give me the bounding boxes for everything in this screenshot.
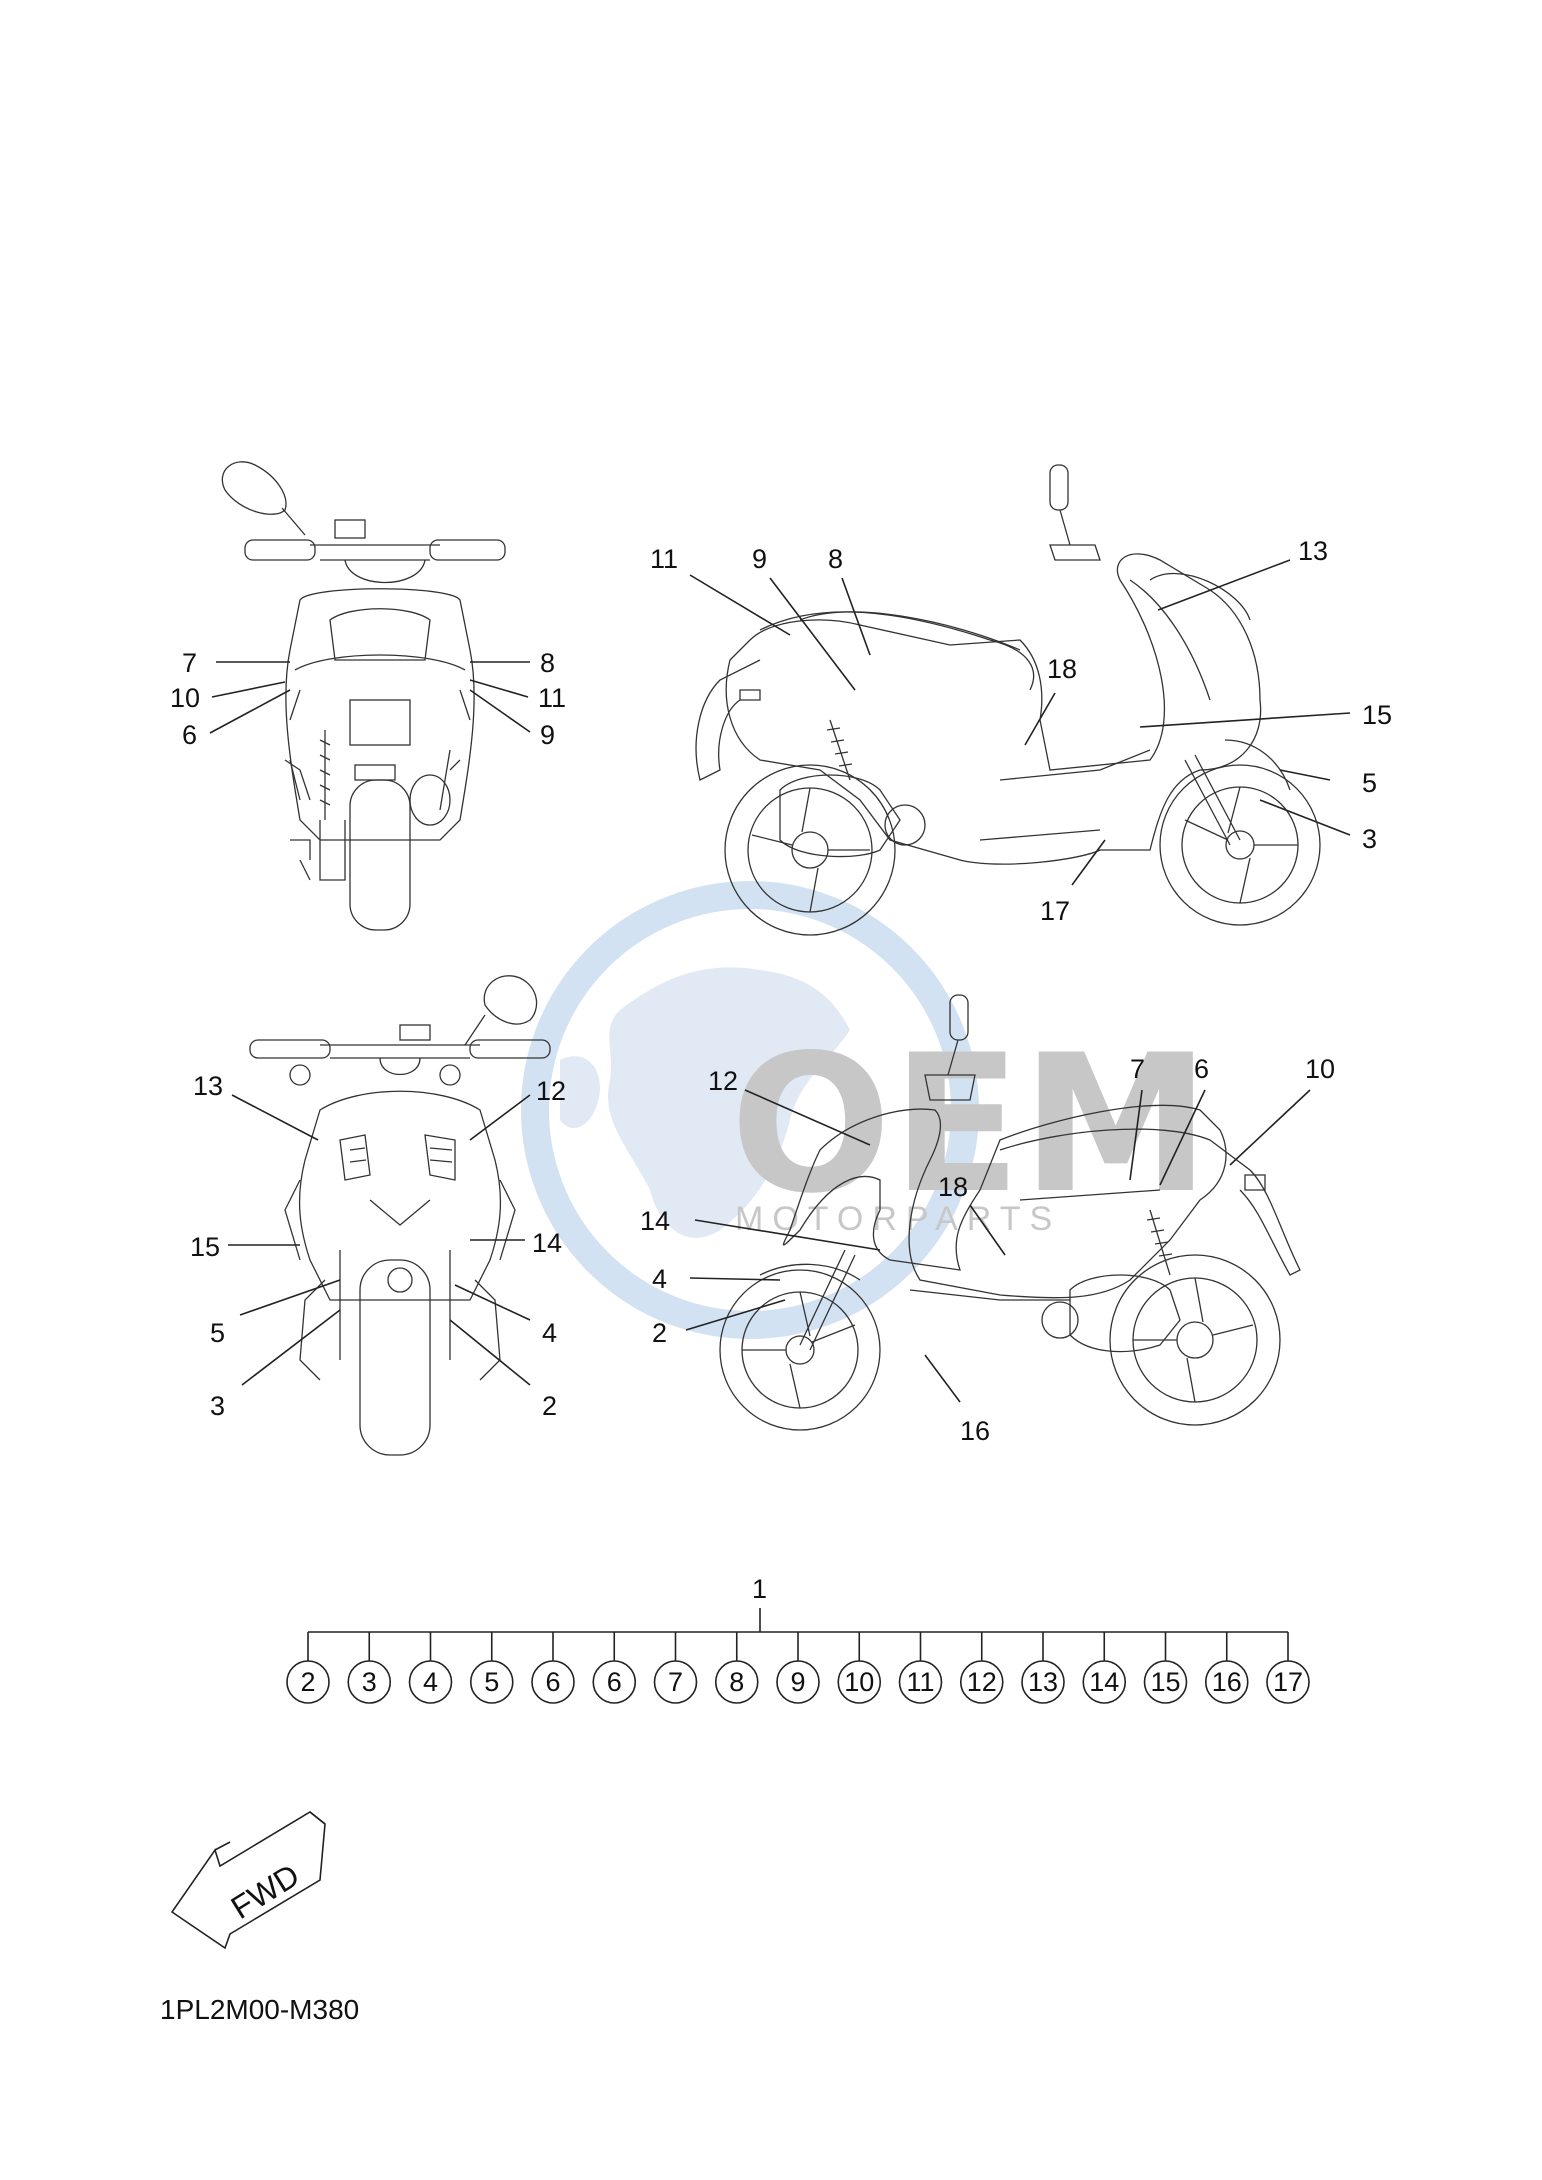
part-bubble-label: 7 — [668, 1667, 683, 1697]
part-bubble — [714, 1660, 759, 1704]
callout-right-18: 18 — [938, 1172, 968, 1202]
part-bubble — [531, 1660, 575, 1704]
part-bubble — [776, 1660, 820, 1704]
assembly-label: 1 — [752, 1574, 767, 1604]
watermark-sub: MOTORPARTS — [735, 1200, 1061, 1238]
part-bubble — [1204, 1660, 1249, 1704]
part-bubble — [1143, 1660, 1188, 1704]
part-bubble — [837, 1660, 882, 1704]
part-bubble — [408, 1660, 453, 1704]
part-bubble — [898, 1660, 943, 1704]
part-bubble-label: 13 — [1028, 1667, 1058, 1697]
callout-front-14: 14 — [532, 1228, 562, 1258]
part-bubble-label: 5 — [484, 1667, 499, 1697]
part-bubble — [653, 1660, 698, 1704]
callout-front-3: 3 — [210, 1391, 225, 1421]
part-bubble — [1082, 1660, 1127, 1704]
fwd-arrow: FWD — [170, 1811, 326, 1950]
part-bubbles: 2 3 4 5 6 6 7 8 9 10 11 12 13 14 15 16 17 — [286, 1632, 1310, 1704]
left-side-callouts: 11 9 8 13 18 15 5 3 17 — [650, 536, 1392, 926]
callout-left-9: 9 — [752, 544, 767, 574]
callout-left-8: 8 — [828, 544, 843, 574]
callout-rear-6: 6 — [182, 720, 197, 750]
part-bubble-label: 10 — [844, 1667, 874, 1697]
part-bubble — [347, 1660, 392, 1704]
watermark-brand: OEM — [730, 1014, 1210, 1235]
left-side-scooter — [695, 464, 1321, 936]
callout-left-18: 18 — [1047, 654, 1077, 684]
callout-left-13: 13 — [1298, 536, 1328, 566]
part-bubble-label: 17 — [1273, 1667, 1303, 1697]
part-bubble-label: 15 — [1150, 1667, 1180, 1697]
callout-right-4: 4 — [652, 1264, 667, 1294]
part-bubble-label: 3 — [362, 1667, 377, 1697]
part-bubble — [1266, 1660, 1310, 1704]
callout-left-15: 15 — [1362, 700, 1392, 730]
front-view-callouts: 13 12 15 14 5 4 3 2 — [190, 1071, 566, 1421]
part-bubble-label: 2 — [300, 1667, 315, 1697]
callout-right-12: 12 — [708, 1066, 738, 1096]
callout-rear-11: 11 — [538, 683, 566, 713]
part-bubble-label: 12 — [967, 1667, 997, 1697]
assembly-tree: 1 2 3 4 5 6 6 7 8 9 10 11 12 13 14 15 16 17 — [286, 1574, 1310, 1704]
callout-front-5: 5 — [210, 1318, 225, 1348]
callout-front-4: 4 — [542, 1318, 557, 1348]
callout-right-7: 7 — [1130, 1054, 1145, 1084]
callout-right-14: 14 — [640, 1206, 670, 1236]
part-bubble-label: 16 — [1212, 1667, 1242, 1697]
callout-left-5: 5 — [1362, 768, 1377, 798]
callout-left-3: 3 — [1362, 824, 1377, 854]
part-bubble-label: 6 — [607, 1667, 622, 1697]
part-bubble — [592, 1660, 637, 1704]
rear-view-callouts: 7 10 6 8 11 9 — [170, 648, 566, 750]
right-side-scooter — [719, 994, 1301, 1431]
callout-front-15: 15 — [190, 1232, 220, 1262]
callout-rear-10: 10 — [170, 683, 200, 713]
watermark: OEM MOTORPARTS — [521, 881, 1210, 1339]
part-bubble — [959, 1660, 1004, 1704]
callout-rear-7: 7 — [182, 648, 197, 678]
callout-right-6: 6 — [1194, 1054, 1209, 1084]
callout-rear-8: 8 — [540, 648, 555, 678]
part-bubble-label: 6 — [545, 1667, 560, 1697]
rear-view-scooter — [221, 461, 506, 931]
callout-left-11: 11 — [650, 544, 678, 574]
part-bubble-label: 9 — [790, 1667, 805, 1697]
callout-front-13: 13 — [193, 1071, 223, 1101]
callout-left-17: 17 — [1040, 896, 1070, 926]
callout-right-16: 16 — [960, 1416, 990, 1446]
part-bubble-label: 14 — [1089, 1667, 1119, 1697]
callout-front-12: 12 — [536, 1076, 566, 1106]
part-bubble — [469, 1660, 514, 1704]
part-bubble-label: 11 — [906, 1667, 934, 1697]
part-bubble — [1021, 1660, 1065, 1704]
fwd-label: FWD — [225, 1857, 306, 1926]
diagram-code: 1PL2M00-M380 — [160, 1994, 360, 2025]
callout-rear-9: 9 — [540, 720, 555, 750]
right-side-callouts: 12 7 6 10 18 14 4 2 16 — [640, 1054, 1335, 1446]
front-view-scooter — [249, 975, 551, 1456]
part-bubble-label: 8 — [729, 1667, 744, 1697]
part-bubble — [286, 1660, 330, 1704]
callout-right-10: 10 — [1305, 1054, 1335, 1084]
part-bubble-label: 4 — [423, 1667, 438, 1697]
callout-right-2: 2 — [652, 1318, 667, 1348]
callout-front-2: 2 — [542, 1391, 557, 1421]
